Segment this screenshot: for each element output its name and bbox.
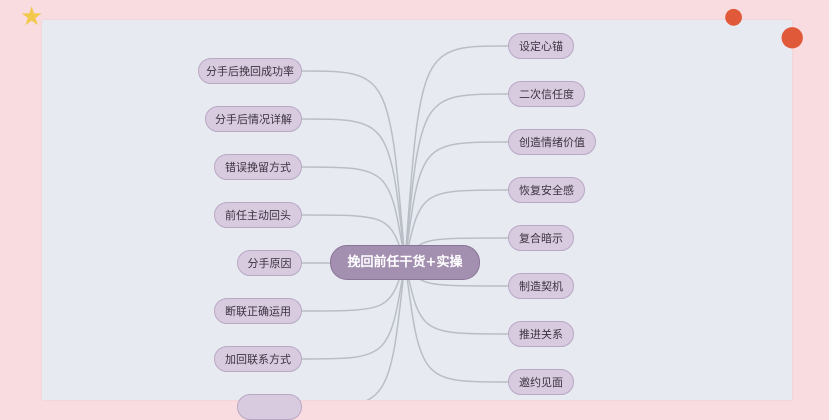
apple-icon: ●: [724, 4, 744, 29]
apple-icon: ●: [780, 19, 805, 52]
right-branch-3[interactable]: 创造情绪价值: [508, 129, 596, 155]
right-branch-1[interactable]: 设定心锚: [508, 33, 574, 59]
right-branch-8[interactable]: 邀约见面: [508, 369, 574, 395]
right-branch-2[interactable]: 二次信任度: [508, 81, 585, 107]
mindmap-canvas: [42, 20, 792, 400]
right-branch-6[interactable]: 制造契机: [508, 273, 574, 299]
central-topic[interactable]: 挽回前任干货+实操: [330, 245, 480, 280]
left-branch-8[interactable]: [237, 394, 302, 420]
right-branch-7[interactable]: 推进关系: [508, 321, 574, 347]
left-branch-7[interactable]: 加回联系方式: [214, 346, 302, 372]
left-branch-3[interactable]: 错误挽留方式: [214, 154, 302, 180]
star-icon: ★: [20, 2, 44, 32]
left-branch-2[interactable]: 分手后情况详解: [205, 106, 302, 132]
left-branch-5[interactable]: 分手原因: [237, 250, 302, 276]
left-branch-4[interactable]: 前任主动回头: [214, 202, 302, 228]
left-branch-6[interactable]: 断联正确运用: [214, 298, 302, 324]
left-branch-1[interactable]: 分手后挽回成功率: [198, 58, 302, 84]
right-branch-5[interactable]: 复合暗示: [508, 225, 574, 251]
right-branch-4[interactable]: 恢复安全感: [508, 177, 585, 203]
